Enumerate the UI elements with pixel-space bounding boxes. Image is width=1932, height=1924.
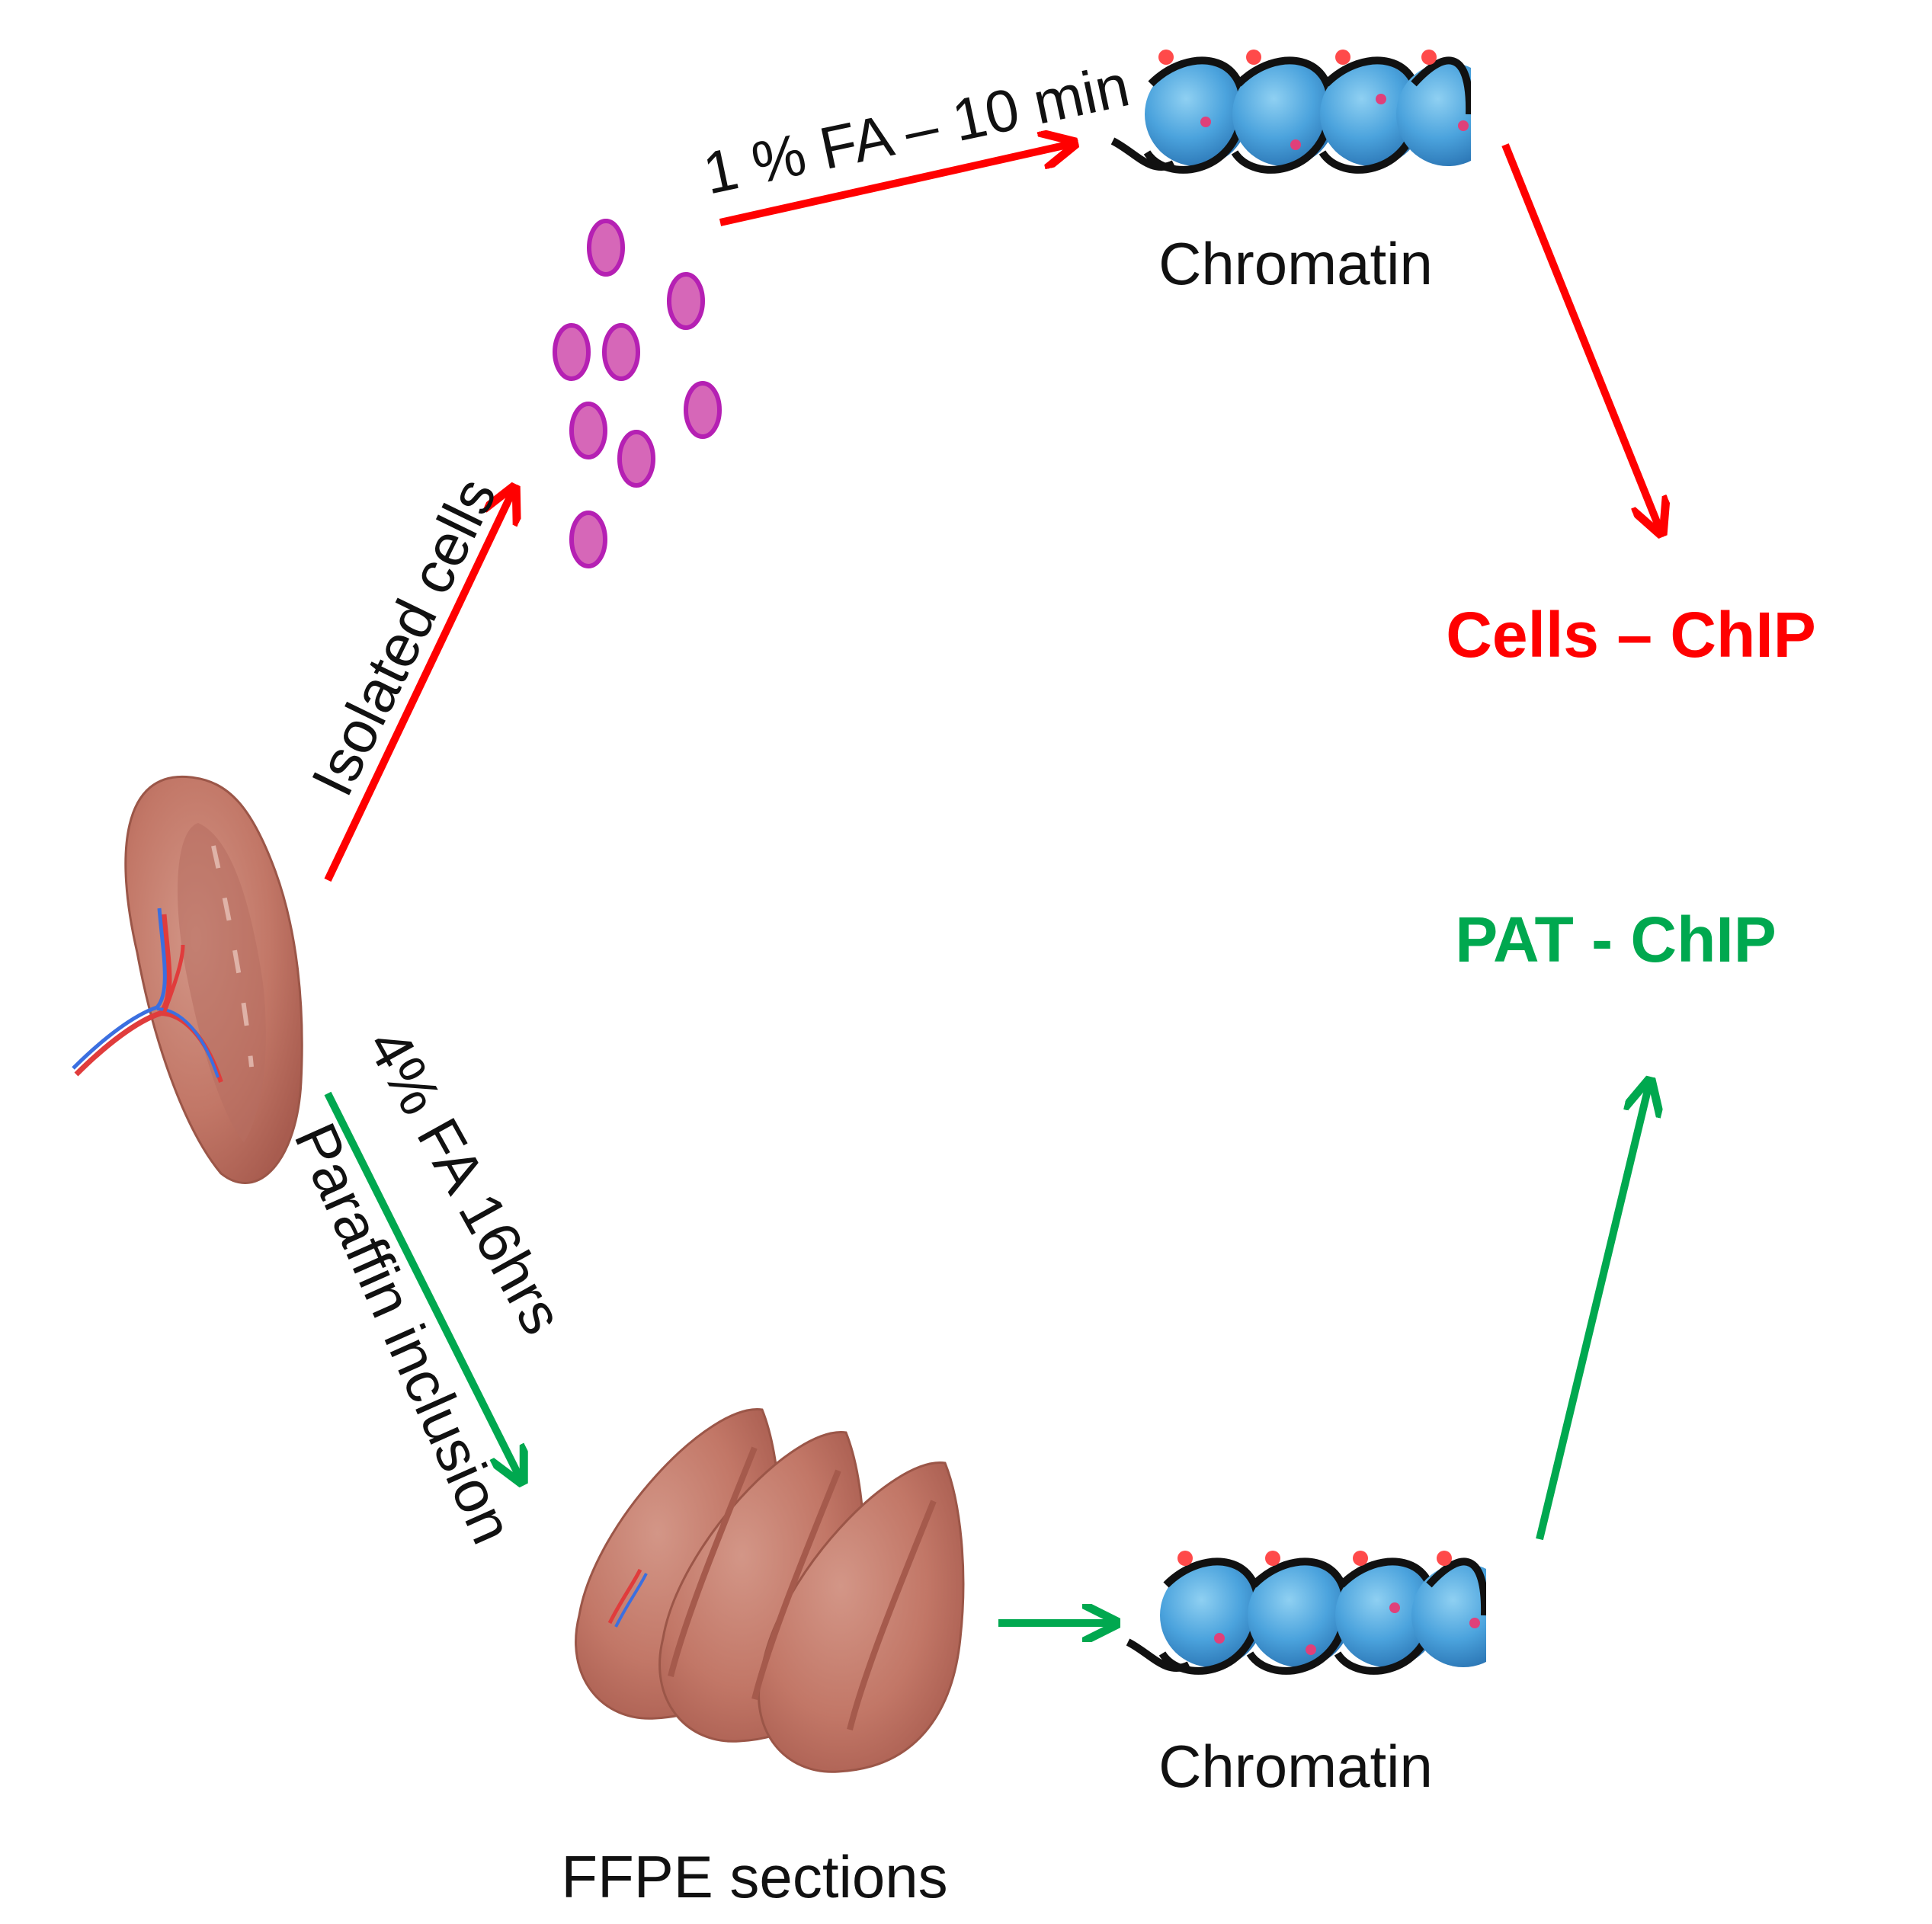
label-pat-chip: PAT - ChIP [1455, 904, 1777, 975]
cell [602, 323, 640, 381]
arrow-to-cells-chip [1501, 143, 1661, 533]
ffpe-sections [575, 1408, 965, 1773]
isolated-cells [553, 219, 722, 568]
arrow-fa-short [719, 143, 1075, 226]
label-chromatin-top: Chromatin [1158, 230, 1433, 297]
label-cells-chip: Cells – ChIP [1446, 599, 1816, 671]
label-chromatin-bottom: Chromatin [1158, 1733, 1433, 1800]
chromatin-bottom [1126, 1539, 1517, 1707]
cell [553, 323, 591, 381]
cell [569, 402, 607, 459]
label-fa-short: 1 % FA – 10 min [697, 51, 1135, 206]
organ-illustration [72, 775, 303, 1184]
cell [684, 381, 722, 439]
arrow-fixation [324, 1091, 522, 1482]
arrow-isolated-cells [324, 488, 514, 882]
arrow-to-pat-chip [1536, 1080, 1650, 1541]
label-ffpe: FFPE sections [561, 1843, 947, 1910]
cell [569, 511, 607, 568]
cell [587, 219, 625, 277]
cell [617, 430, 655, 488]
label-isolated-cells: Isolated cells [298, 468, 509, 806]
chromatin-top [1110, 38, 1501, 206]
cell [667, 272, 705, 330]
